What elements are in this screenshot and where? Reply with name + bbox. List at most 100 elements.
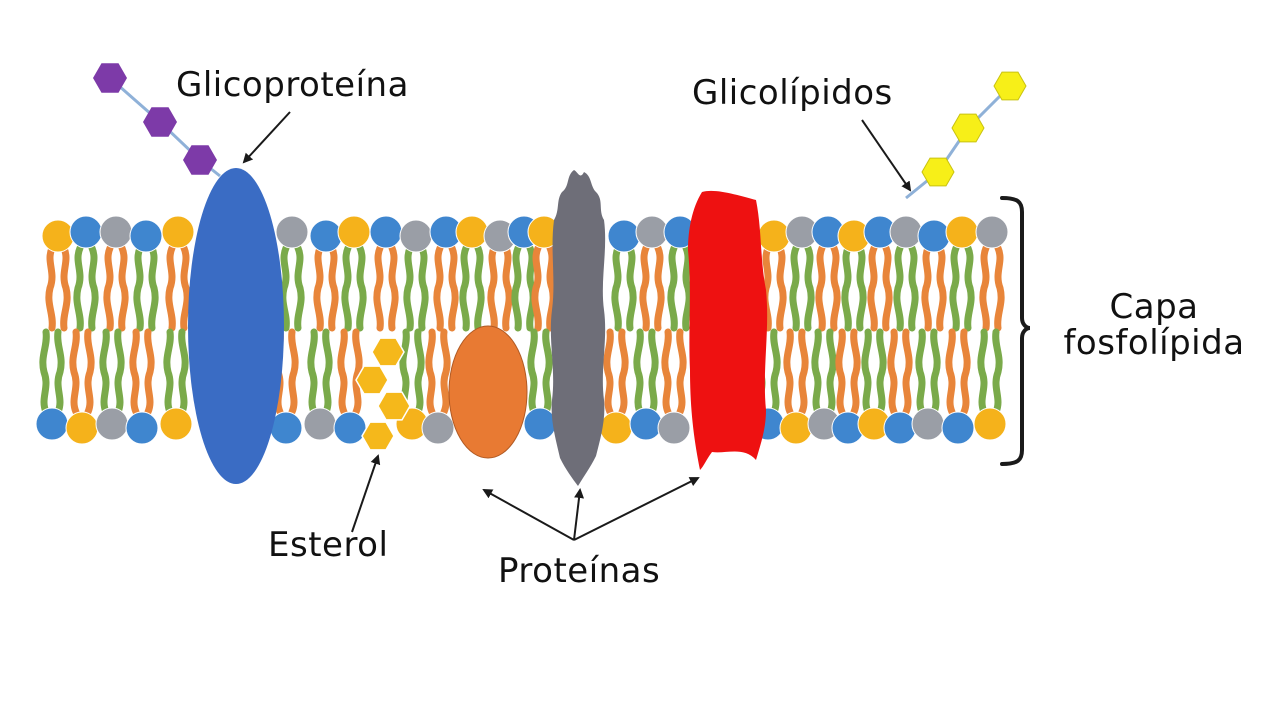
- sugar-hexagon: [993, 71, 1027, 101]
- lipid-tail-top: [639, 244, 665, 332]
- lipid-head-bottom: [973, 407, 1007, 441]
- lipid-head-bottom: [303, 407, 337, 441]
- lipid-tail-top: [531, 244, 557, 332]
- lipid-tail-bottom: [915, 328, 941, 416]
- lipid-tail-top: [373, 244, 399, 332]
- lipid-tail-bottom: [603, 328, 629, 416]
- lipid-tail-top: [815, 244, 841, 332]
- phospholipid-heads: [35, 215, 1009, 445]
- arrow-glycoprotein: [242, 111, 291, 164]
- lipid-tail-top: [279, 244, 305, 332]
- lipid-head-top: [41, 219, 75, 253]
- lipid-tail-top: [487, 244, 513, 332]
- lipid-head-bottom: [421, 411, 455, 445]
- lipid-tail-top: [313, 244, 339, 332]
- lipid-tail-top: [761, 244, 787, 332]
- lipid-tail-top: [459, 244, 485, 332]
- sugar-hexagon: [143, 107, 177, 137]
- lipid-tail-bottom: [307, 328, 333, 416]
- lipid-head-top: [399, 219, 433, 253]
- lipid-head-bottom: [125, 411, 159, 445]
- lipid-tail-top: [841, 244, 867, 332]
- lipid-head-top: [309, 219, 343, 253]
- label-proteins: Proteínas: [498, 551, 661, 591]
- lipid-tail-bottom: [99, 328, 125, 416]
- lipid-tail-bottom: [425, 328, 451, 416]
- lipid-tail-bottom: [527, 328, 553, 416]
- lipid-tail-bottom: [633, 328, 659, 416]
- lipid-head-top: [161, 215, 195, 249]
- lipid-tail-bottom: [887, 328, 913, 416]
- arrow-sterol: [351, 454, 381, 533]
- lipid-head-bottom: [95, 407, 129, 441]
- lipid-head-top: [757, 219, 791, 253]
- lipid-head-bottom: [599, 411, 633, 445]
- lipid-head-bottom: [159, 407, 193, 441]
- arrow-glycolipid: [861, 119, 912, 192]
- label-sterol: Esterol: [268, 525, 389, 565]
- lipid-head-bottom: [779, 411, 813, 445]
- lipid-head-top: [275, 215, 309, 249]
- sugar-link: [905, 84, 1012, 200]
- lipid-tail-top: [103, 244, 129, 332]
- lipid-tail-top: [949, 244, 975, 332]
- arrow-protein-gray: [573, 488, 585, 541]
- lipid-head-top: [945, 215, 979, 249]
- lipid-head-top: [369, 215, 403, 249]
- glycoprotein-shape: [188, 168, 284, 484]
- lipid-tail-top: [133, 244, 159, 332]
- lipid-head-bottom: [35, 407, 69, 441]
- lipid-tail-top: [789, 244, 815, 332]
- sugar-hexagon: [921, 157, 955, 187]
- lipid-tail-top: [45, 244, 71, 332]
- lipid-tail-bottom: [163, 328, 189, 416]
- glycoprotein-sugar-chain: [93, 63, 221, 178]
- lipid-head-bottom: [629, 407, 663, 441]
- lipid-head-bottom: [883, 411, 917, 445]
- phospholipid-tails: [39, 244, 1005, 416]
- lipid-tail-bottom: [39, 328, 65, 416]
- lipid-tail-bottom: [945, 328, 971, 416]
- sterol-ring: [361, 421, 395, 451]
- protein-red: [688, 190, 768, 470]
- glycolipid-sugar-chain: [905, 71, 1027, 200]
- lipid-head-bottom: [523, 407, 557, 441]
- lipid-head-top: [975, 215, 1009, 249]
- lipid-tail-bottom: [835, 328, 861, 416]
- lipid-head-top: [455, 215, 489, 249]
- protein-gray: [550, 170, 606, 486]
- lipid-tail-bottom: [661, 328, 687, 416]
- lipid-head-top: [917, 219, 951, 253]
- lipid-tail-top: [867, 244, 893, 332]
- lipid-tail-top: [403, 244, 429, 332]
- label-bilayer-line1: Capa: [1109, 287, 1199, 327]
- sterol-ring: [371, 337, 405, 367]
- lipid-tail-top: [611, 244, 637, 332]
- sugar-hexagon: [183, 145, 217, 175]
- lipid-tail-top: [921, 244, 947, 332]
- lipid-head-top: [99, 215, 133, 249]
- sugar-hexagon: [93, 63, 127, 93]
- lipid-tail-top: [979, 244, 1005, 332]
- arrow-protein-red: [573, 477, 700, 541]
- label-glycolipids: Glicolípidos: [692, 73, 893, 113]
- protein-orange: [448, 325, 528, 459]
- lipid-head-top: [129, 219, 163, 253]
- sterol-ring: [355, 365, 389, 395]
- lipid-tail-bottom: [811, 328, 837, 416]
- lipid-head-top: [69, 215, 103, 249]
- label-glycoprotein: Glicoproteína: [176, 65, 409, 105]
- lipid-head-top: [889, 215, 923, 249]
- lipid-tail-bottom: [861, 328, 887, 416]
- lipid-head-bottom: [911, 407, 945, 441]
- lipid-head-bottom: [941, 411, 975, 445]
- lipid-tail-top: [73, 244, 99, 332]
- lipid-tail-top: [893, 244, 919, 332]
- lipid-tail-bottom: [129, 328, 155, 416]
- lipid-head-bottom: [333, 411, 367, 445]
- lipid-head-top: [607, 219, 641, 253]
- sterol-molecule: [355, 337, 411, 451]
- lipid-head-bottom: [657, 411, 691, 445]
- bilayer-bracket: [1000, 196, 1031, 466]
